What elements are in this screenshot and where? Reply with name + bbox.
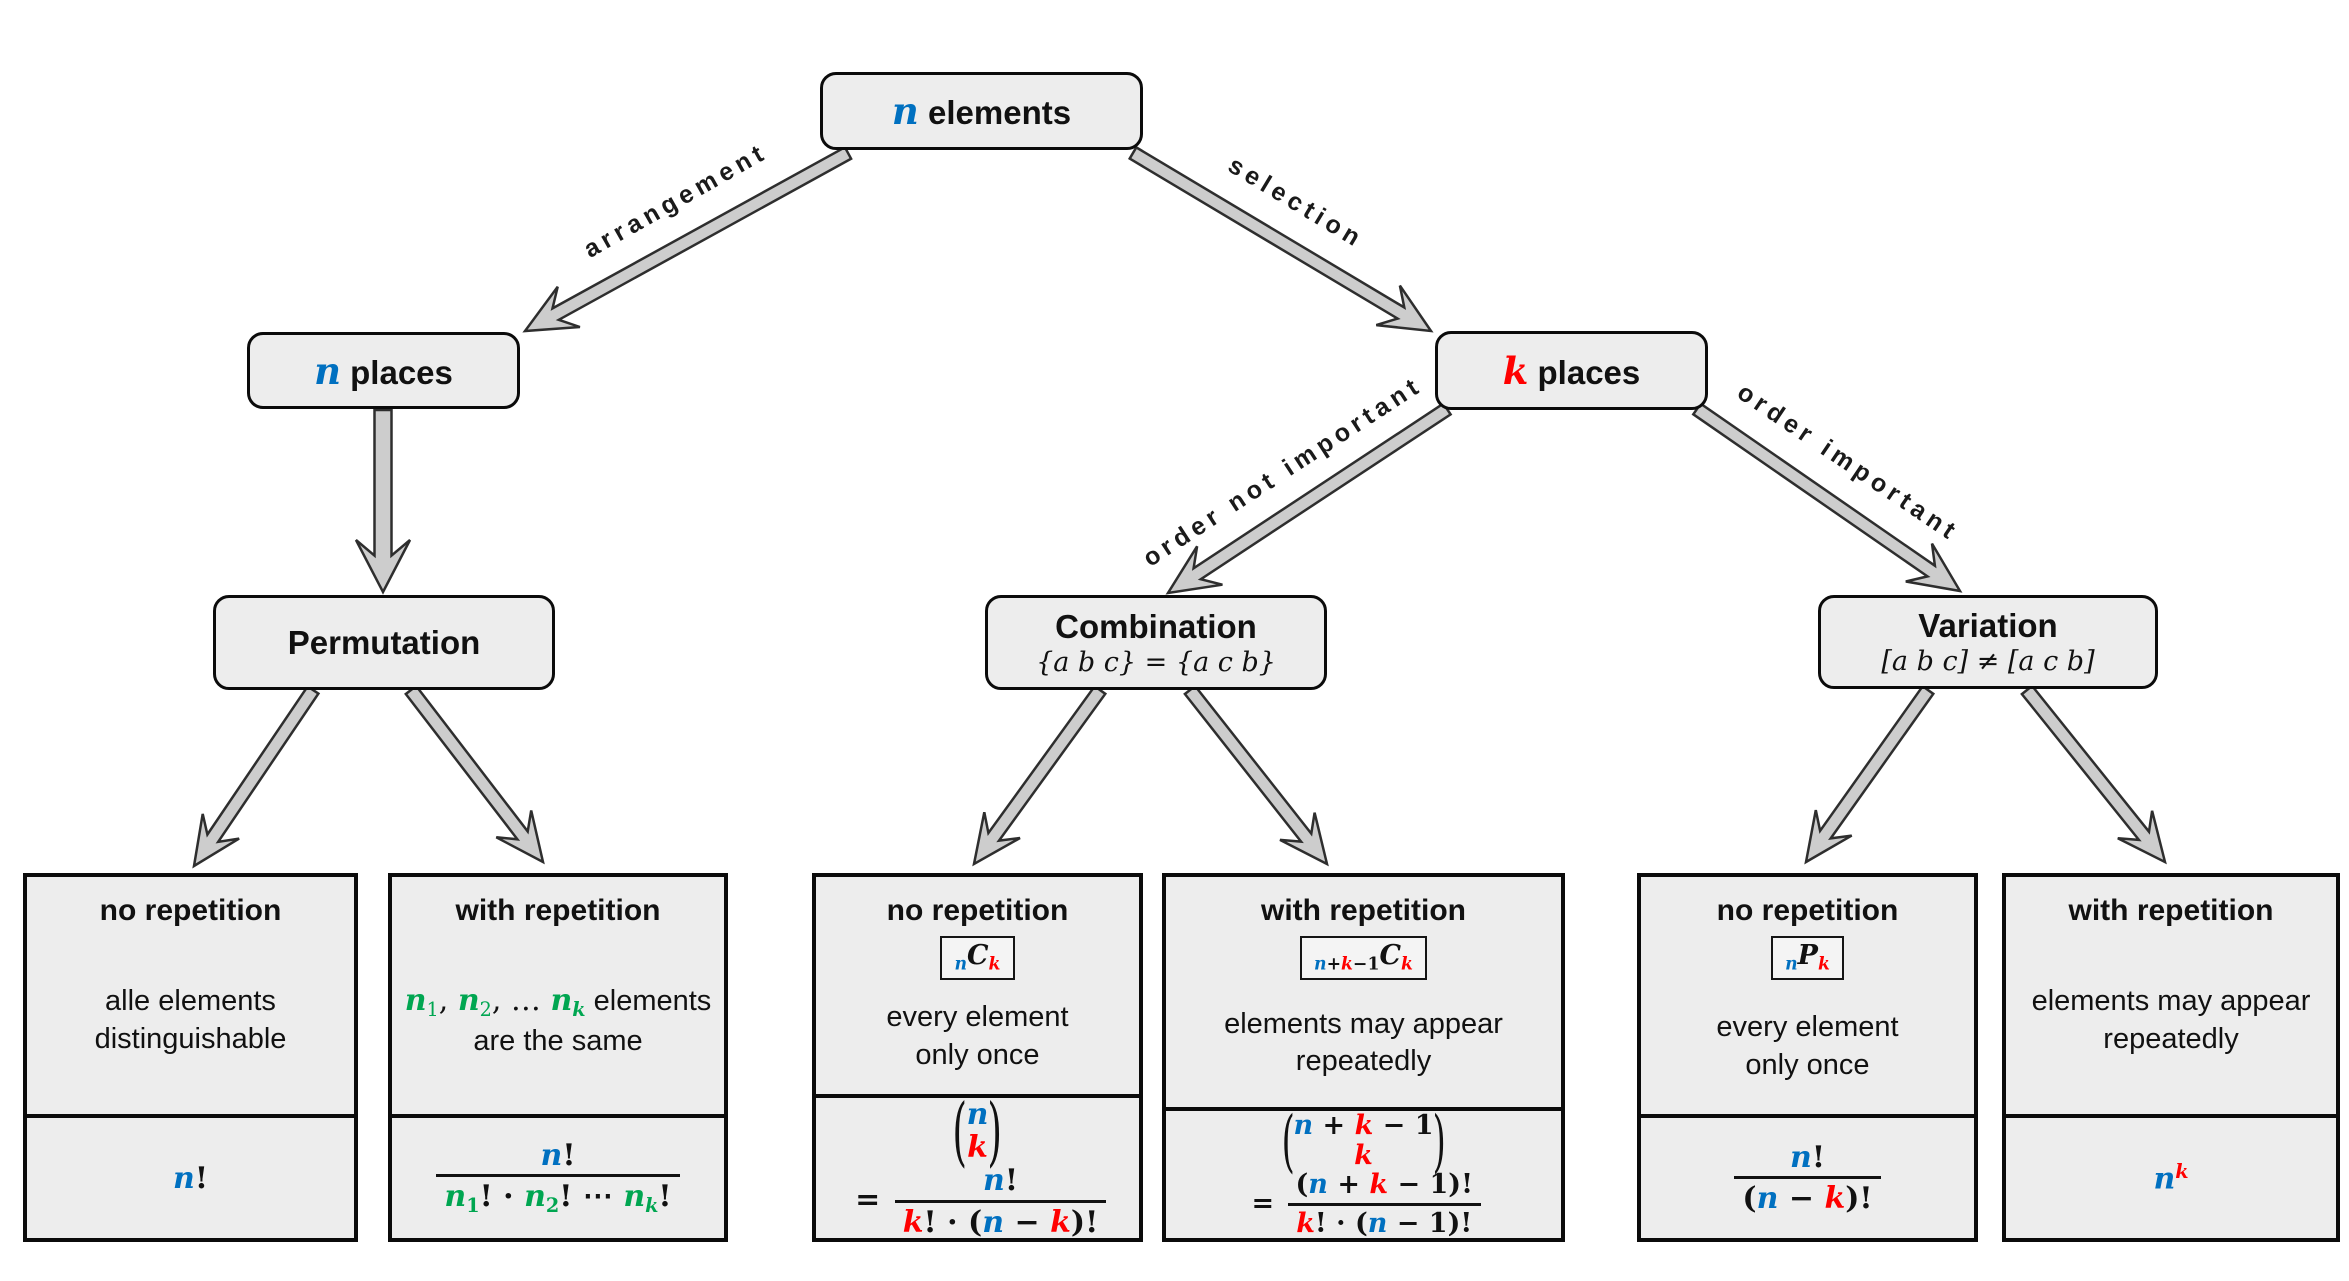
formula-multinomial: n!n1! · n2! ⋯ nk!	[432, 1139, 683, 1217]
node-combination-subtitle: {a b c} = {a c b}	[1036, 646, 1276, 678]
node-k-places: k places	[1435, 331, 1708, 410]
leaf-heading: no repetition	[1716, 894, 1899, 927]
arrow-order-important	[1691, 401, 1963, 593]
desc-line: elements may appear	[2031, 985, 2311, 1018]
desc-line: alle elements	[105, 985, 276, 1018]
node-n-elements-title: n elements	[891, 89, 1072, 133]
node-n-places: n places	[247, 332, 520, 409]
desc-line: only once	[915, 1038, 1040, 1071]
leaf-combination-no-repetition: no repetition nCk every element only onc…	[812, 873, 1143, 1242]
leaf-variation-no-repetition: no repetition nPk every element only onc…	[1637, 873, 1978, 1242]
arrow-combination-right	[1183, 684, 1329, 867]
formula-permutations-k: n!(n − k)!	[1730, 1141, 1884, 1215]
leaf-description: n1, n2, … nk elements are the same	[405, 928, 712, 1114]
arrow-selection	[1127, 145, 1434, 333]
node-k-places-title: k places	[1502, 348, 1641, 393]
leaf-variation-with-repetition: with repetition elements may appear repe…	[2002, 873, 2340, 1242]
leaf-formula-section: n!(n − k)!	[1641, 1118, 1974, 1238]
desc-line: every element	[1716, 1011, 1899, 1044]
desc-line: repeatedly	[1295, 1045, 1432, 1078]
desc-line: distinguishable	[94, 1023, 287, 1055]
arrow-permutation-left	[192, 684, 321, 869]
arrow-order-not-important	[1165, 401, 1453, 595]
arrow-variation-right	[2020, 684, 2167, 865]
desc-line: elements may appear	[1224, 1007, 1503, 1040]
node-n-places-title: n places	[314, 348, 453, 393]
node-n-elements: n elements	[820, 72, 1143, 150]
node-combination-title: Combination	[1055, 607, 1257, 645]
notation-badge-nCk: nCk	[940, 936, 1015, 980]
leaf-heading: with repetition	[2068, 894, 2274, 927]
leaf-description: alle elements distinguishable	[95, 928, 287, 1114]
leaf-info-section: no repetition nCk every element only onc…	[816, 877, 1139, 1098]
arrow-combination-left	[972, 684, 1108, 867]
leaf-heading: no repetition	[886, 894, 1069, 927]
leaf-info-section: no repetition alle elements distinguisha…	[27, 877, 354, 1118]
arrow-n-places-to-permutation	[354, 408, 412, 595]
leaf-description: every element only once	[886, 980, 1068, 1094]
desc-line: every element	[886, 1001, 1069, 1034]
desc-line: are the same	[473, 1025, 643, 1058]
leaf-info-section: with repetition n1, n2, … nk elements ar…	[392, 877, 724, 1118]
desc-line-math: n1, n2, … nk elements	[404, 983, 712, 1022]
node-permutation: Permutation	[213, 595, 555, 690]
formula-n-factorial: n!	[173, 1160, 208, 1196]
formula-n-power-k: nk	[2153, 1159, 2189, 1197]
leaf-permutation-no-repetition: no repetition alle elements distinguisha…	[23, 873, 358, 1242]
leaf-permutation-with-repetition: with repetition n1, n2, … nk elements ar…	[388, 873, 728, 1242]
arrow-permutation-right	[404, 684, 545, 865]
leaf-description: elements may appear repeatedly	[1224, 980, 1503, 1107]
notation-badge-nPk: nPk	[1771, 936, 1844, 980]
leaf-formula-section: nk	[2006, 1118, 2336, 1238]
node-variation: Variation [a b c] ≠ [a c b]	[1818, 595, 2158, 689]
leaf-heading: with repetition	[1261, 894, 1466, 927]
leaf-heading: with repetition	[455, 894, 661, 927]
notation-badge-n+k-1Ck: n+k−1Ck	[1300, 936, 1427, 980]
node-combination: Combination {a b c} = {a c b}	[985, 595, 1327, 690]
leaf-description: every element only once	[1716, 980, 1898, 1114]
arrow-arrangement	[522, 145, 853, 333]
leaf-description: elements may appear repeatedly	[2032, 928, 2311, 1114]
leaf-formula-section: n!	[27, 1118, 354, 1238]
leaf-formula-section: n!n1! · n2! ⋯ nk!	[392, 1118, 724, 1238]
leaf-combination-with-repetition: with repetition n+k−1Ck elements may app…	[1162, 873, 1565, 1242]
node-variation-subtitle: [a b c] ≠ [a c b]	[1881, 646, 2095, 677]
desc-line: repeatedly	[2103, 1023, 2239, 1055]
leaf-info-section: with repetition elements may appear repe…	[2006, 877, 2336, 1118]
desc-line: only once	[1745, 1048, 1870, 1081]
node-variation-title: Variation	[1918, 607, 2058, 644]
node-permutation-title: Permutation	[287, 623, 481, 661]
leaf-heading: no repetition	[99, 894, 282, 927]
leaf-info-section: no repetition nPk every element only onc…	[1641, 877, 1974, 1118]
leaf-info-section: with repetition n+k−1Ck elements may app…	[1166, 877, 1561, 1111]
arrow-variation-left	[1804, 684, 1936, 865]
